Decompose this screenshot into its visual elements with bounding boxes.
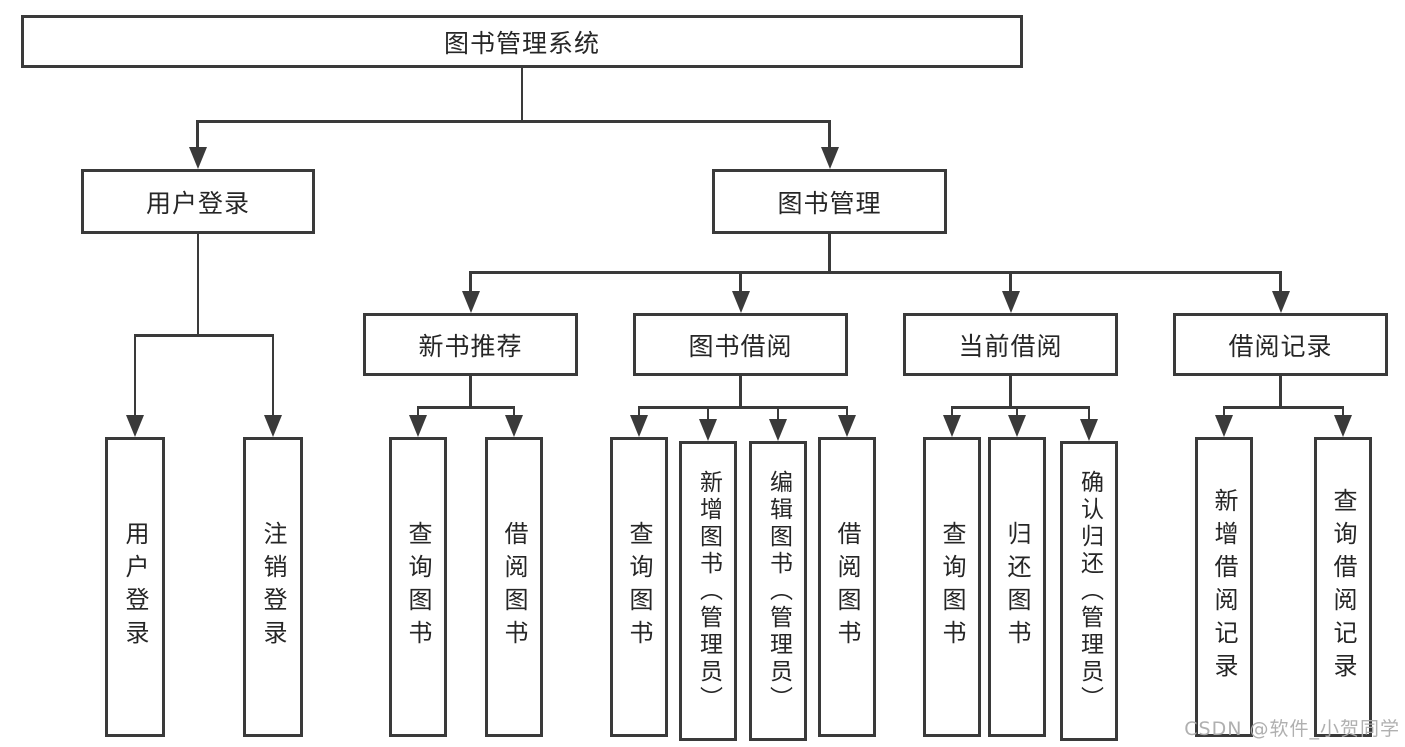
- connector-userlogin-rail: [133, 334, 275, 337]
- leaf-add-book-admin: 新增图书（管理员）: [679, 441, 737, 741]
- connector-records-rail: [1222, 406, 1345, 409]
- leaf-label: 借阅图书: [500, 521, 528, 653]
- connector-stem: [637, 406, 641, 417]
- connector-stem: [1222, 406, 1226, 417]
- connector-stem: [845, 406, 849, 417]
- arrow-down-icon: [461, 291, 480, 313]
- node-label: 图书借阅: [688, 331, 793, 361]
- connector-recommend-drop: [469, 376, 472, 408]
- arrow-down-icon: [1008, 415, 1026, 437]
- arrow-down-icon: [838, 415, 856, 437]
- node-book-management: 图书管理: [712, 169, 947, 234]
- connector-bookmgmt-drop: [828, 233, 831, 273]
- leaf-query-books-borrow: 查询图书: [610, 437, 668, 737]
- leaf-label: 用户登录: [121, 521, 149, 653]
- leaf-add-borrow-record: 新增借阅记录: [1195, 437, 1253, 737]
- arrow-down-icon: [630, 415, 648, 437]
- arrow-down-icon: [1271, 291, 1290, 313]
- connector-stem: [196, 120, 199, 149]
- leaf-label: 归还图书: [1003, 521, 1031, 653]
- connector-level2-rail: [196, 120, 831, 123]
- connector-stem: [512, 406, 516, 417]
- connector-stem: [1341, 406, 1345, 417]
- leaf-edit-book-admin: 编辑图书（管理员）: [749, 441, 807, 741]
- node-new-book-recommend: 新书推荐: [363, 313, 578, 376]
- arrow-down-icon: [820, 147, 839, 169]
- arrow-down-icon: [505, 415, 523, 437]
- connector-stem: [1015, 406, 1019, 417]
- leaf-label: 查询借阅记录: [1329, 488, 1357, 686]
- leaf-return-book: 归还图书: [988, 437, 1046, 737]
- leaf-label: 注销登录: [259, 521, 287, 653]
- node-label: 用户登录: [145, 188, 250, 218]
- connector-root-drop: [520, 67, 524, 122]
- leaf-query-books-recommend: 查询图书: [389, 437, 447, 737]
- arrow-down-icon: [1080, 419, 1098, 441]
- connector-stem: [1279, 271, 1282, 293]
- leaf-label: 借阅图书: [833, 521, 861, 653]
- arrow-down-icon: [409, 415, 427, 437]
- node-label: 当前借阅: [958, 331, 1063, 361]
- node-label: 图书管理: [777, 188, 882, 218]
- arrow-down-icon: [264, 415, 282, 437]
- connector-records-drop: [1279, 376, 1282, 408]
- arrow-down-icon: [1215, 415, 1233, 437]
- arrow-down-icon: [699, 419, 717, 441]
- leaf-label: 编辑图书（管理员）: [765, 469, 792, 713]
- connector-borrow-drop: [739, 376, 742, 408]
- connector-stem: [828, 120, 831, 149]
- leaf-label: 新增借阅记录: [1210, 488, 1238, 686]
- leaf-label: 确认归还（管理员）: [1076, 469, 1103, 713]
- connector-stem: [776, 406, 780, 421]
- connector-level3-rail: [469, 271, 1282, 274]
- node-user-login: 用户登录: [81, 169, 315, 234]
- connector-stem: [469, 271, 472, 293]
- arrow-down-icon: [188, 147, 207, 169]
- leaf-user-login: 用户登录: [105, 437, 165, 737]
- leaf-label: 新增图书（管理员）: [695, 469, 722, 713]
- leaf-label: 查询图书: [938, 521, 966, 653]
- arrow-down-icon: [126, 415, 144, 437]
- leaf-query-books-current: 查询图书: [923, 437, 981, 737]
- node-label: 借阅记录: [1228, 331, 1333, 361]
- connector-stem: [1087, 406, 1091, 421]
- connector-borrow-rail: [637, 406, 849, 409]
- node-current-borrow: 当前借阅: [903, 313, 1118, 376]
- watermark: CSDN @软件_小贺同学: [1184, 718, 1400, 740]
- connector-current-drop: [1009, 376, 1012, 408]
- leaf-confirm-return-admin: 确认归还（管理员）: [1060, 441, 1118, 741]
- node-label: 新书推荐: [418, 331, 523, 361]
- arrow-down-icon: [731, 291, 750, 313]
- arrow-down-icon: [1334, 415, 1352, 437]
- leaf-borrow-books-borrow: 借阅图书: [818, 437, 876, 737]
- connector-stem: [271, 334, 275, 417]
- connector-current-rail: [950, 406, 1091, 409]
- arrow-down-icon: [769, 419, 787, 441]
- connector-stem: [739, 271, 742, 293]
- connector-stem: [133, 334, 137, 417]
- node-root: 图书管理系统: [21, 15, 1023, 68]
- connector-recommend-rail: [416, 406, 516, 409]
- leaf-label: 查询图书: [625, 521, 653, 653]
- leaf-label: 查询图书: [404, 521, 432, 653]
- arrow-down-icon: [943, 415, 961, 437]
- node-borrow-records: 借阅记录: [1173, 313, 1388, 376]
- connector-stem: [416, 406, 420, 417]
- connector-userlogin-drop: [196, 233, 200, 336]
- arrow-down-icon: [1001, 291, 1020, 313]
- connector-stem: [1009, 271, 1012, 293]
- leaf-borrow-books-recommend: 借阅图书: [485, 437, 543, 737]
- node-root-label: 图书管理系统: [443, 28, 600, 58]
- leaf-logout: 注销登录: [243, 437, 303, 737]
- connector-stem: [706, 406, 710, 421]
- node-book-borrow: 图书借阅: [633, 313, 848, 376]
- connector-stem: [950, 406, 954, 417]
- leaf-query-borrow-record: 查询借阅记录: [1314, 437, 1372, 737]
